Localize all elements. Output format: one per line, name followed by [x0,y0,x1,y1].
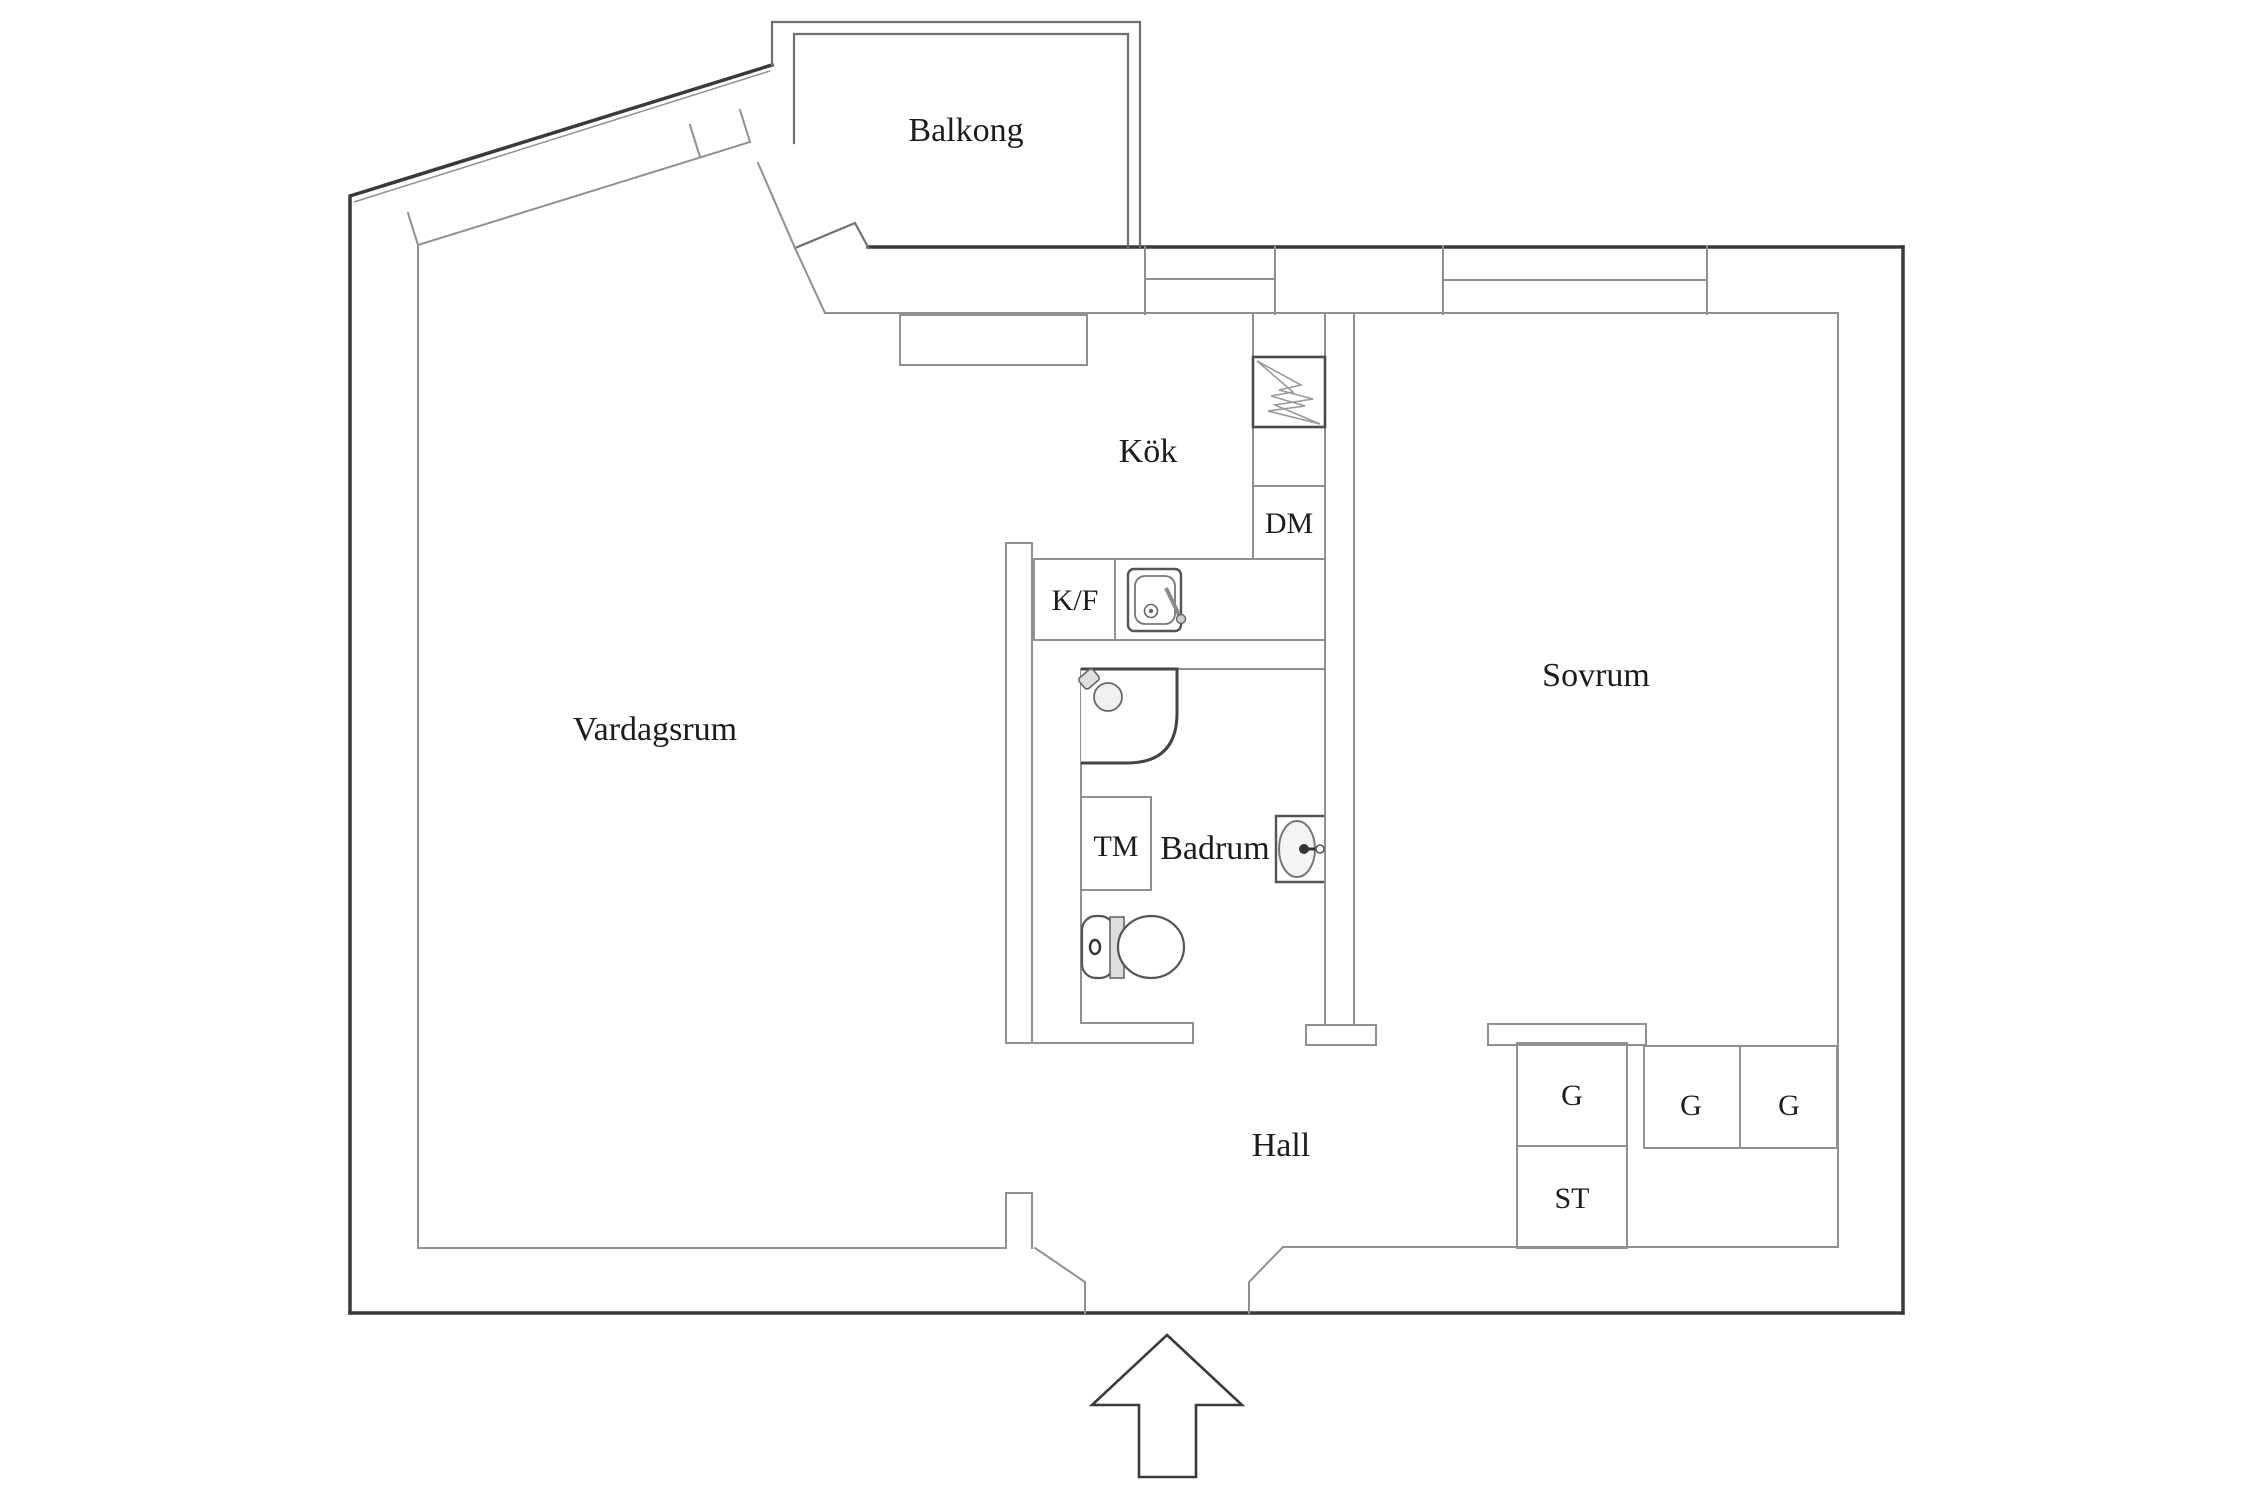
room-label-sovrum: Sovrum [1542,657,1650,694]
sink-icon [1126,567,1187,633]
livingroom-kitchen-wall [1005,542,1033,1044]
balcony-door-reveal [756,161,797,250]
exterior-walls [348,62,1905,1315]
wedge-inner-edge [793,246,827,315]
fixture-label-tm: TM [1094,830,1139,863]
diagonal-window-cap-left [406,211,420,247]
diagonal-window-divider [688,123,702,159]
bathroom-south-wall [1005,1022,1194,1044]
fixture-label-g2: G [1680,1089,1702,1122]
balcony-outer-wall [770,20,1142,249]
kitchen-appliance-column [1252,313,1326,560]
balcony-inner-wall [792,32,1130,249]
entrance-door-reveals [1033,1245,1285,1314]
washing-machine-box [1080,796,1152,891]
diagonal-window-cap-right [738,108,752,144]
fixture-label-kf: K/F [1052,584,1099,617]
kitchen-counter-row [1033,558,1326,641]
room-label-badrum: Badrum [1160,830,1270,867]
window-icon [1144,245,1708,315]
toilet-icon [1080,914,1186,980]
basin-icon [1274,814,1325,884]
fixture-label-dm: DM [1265,507,1313,540]
shower-icon [1078,667,1179,765]
room-label-hall: Hall [1252,1127,1311,1164]
balcony-door-wedge-wall [793,221,870,250]
diagonal-wall-offset-line [353,70,771,203]
closets [1516,1042,1838,1249]
balcony-walls [770,20,1142,250]
kitchen-window [1144,246,1276,315]
kitchen-counter-north [899,314,1088,366]
diagonal-window-inner-line [416,140,752,247]
bedroom-south-wall [1487,1023,1647,1046]
fixture-label-g3: G [1778,1089,1800,1122]
room-label-kok: Kök [1119,433,1178,470]
fixture-label-g1: G [1561,1079,1583,1112]
stove-icon [1251,355,1327,429]
labels: Balkong Kök Vardagsrum Sovrum Badrum Hal… [573,112,1800,1215]
room-label-balkong: Balkong [908,112,1023,149]
entrance-jamb-west-stub [1005,1192,1033,1249]
room-label-vardagsrum: Vardagsrum [573,711,737,748]
bedroom-door-jamb-west [1305,1024,1377,1046]
left-and-diagonal-outer-wall [348,62,775,1315]
fixture-label-st: ST [1554,1182,1589,1215]
bedroom-window [1442,245,1708,315]
entrance-arrow-icon [1088,1333,1246,1479]
bathroom-fittings [1078,667,1325,980]
kitchen-fittings [899,313,1327,641]
